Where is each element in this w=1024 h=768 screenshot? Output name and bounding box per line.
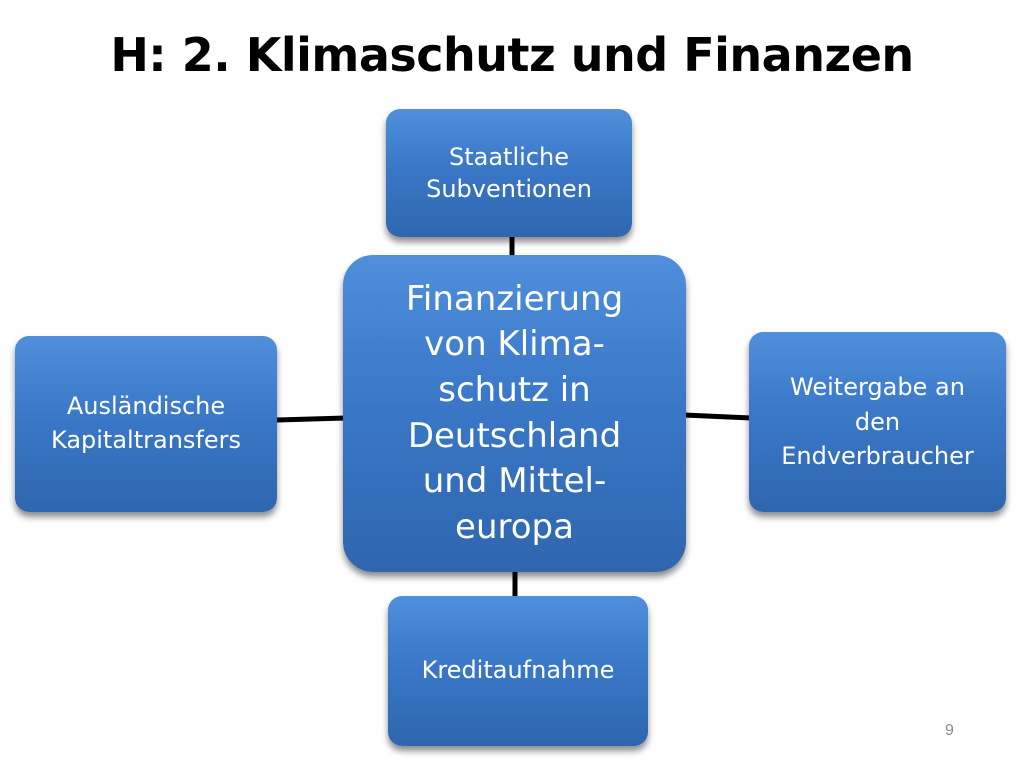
node-center-line: Deutschland <box>407 415 622 456</box>
node-center-line: europa <box>455 506 574 547</box>
node-center-line: Finanzierung <box>405 278 624 319</box>
node-kreditaufnahme: Kreditaufnahme <box>388 596 648 746</box>
node-top-line: Staatliche <box>449 142 569 171</box>
node-right-line: den <box>854 407 901 436</box>
connector-left <box>276 415 347 423</box>
node-center-finanzierung: Finanzierung von Klima- schutz in Deutsc… <box>343 255 686 572</box>
node-center-line: und Mittel- <box>422 461 607 502</box>
node-center-line: schutz in <box>438 369 591 410</box>
slide-title: H: 2. Klimaschutz und Finanzen <box>110 28 914 82</box>
node-center-text: Finanzierung von Klima- schutz in Deutsc… <box>398 277 631 550</box>
node-left-line: Ausländische <box>66 392 226 421</box>
node-auslaendische-kapitaltransfers: Ausländische Kapitaltransfers <box>15 336 277 512</box>
node-center-line: von Klima- <box>424 324 605 365</box>
connector-right <box>683 412 752 421</box>
node-top-text: Staatliche Subventionen <box>418 141 600 206</box>
node-staatliche-subventionen: Staatliche Subventionen <box>386 109 632 237</box>
node-right-line: Endverbraucher <box>781 442 974 471</box>
node-weitergabe-endverbraucher: Weitergabe an den Endverbraucher <box>749 332 1006 512</box>
node-right-text: Weitergabe an den Endverbraucher <box>773 370 982 474</box>
node-bottom-line: Kreditaufnahme <box>421 656 615 685</box>
node-bottom-text: Kreditaufnahme <box>414 655 623 686</box>
node-left-text: Ausländische Kapitaltransfers <box>43 390 249 457</box>
page-number: 9 <box>945 722 954 739</box>
node-left-line: Kapitaltransfers <box>51 426 241 454</box>
node-top-line: Subventionen <box>426 175 592 203</box>
node-right-line: Weitergabe an <box>790 372 965 401</box>
